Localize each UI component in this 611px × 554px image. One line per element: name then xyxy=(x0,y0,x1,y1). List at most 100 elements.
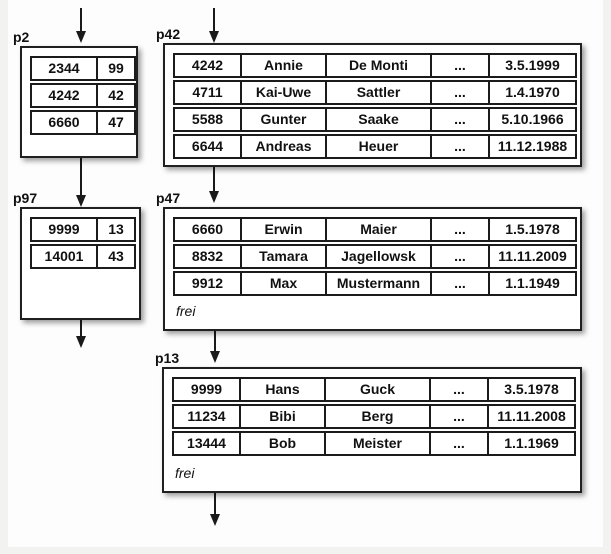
record-cell-lastname: Mustermann xyxy=(325,273,430,294)
record-row: 5588 Gunter Saake ... 5.10.1966 xyxy=(173,107,577,132)
arrow-line xyxy=(80,8,82,32)
record-cell-lastname: Guck xyxy=(324,379,429,400)
record-table: 6660 Erwin Maier ... 1.5.1978 8832 Tamar… xyxy=(173,217,577,296)
index-row: 6660 47 xyxy=(30,110,136,135)
record-cell-date: 3.5.1978 xyxy=(487,379,574,400)
page-box: 4242 Annie De Monti ... 3.5.1999 4711 Ka… xyxy=(163,43,582,167)
record-cell-firstname: Kai-Uwe xyxy=(240,82,325,103)
page-node-p97: p97 9999 13 14001 43 xyxy=(13,190,141,320)
record-cell-id: 8832 xyxy=(191,248,224,264)
record-cell-firstname: Andreas xyxy=(240,136,325,157)
record-cell-lastname: De Monti xyxy=(325,55,430,76)
index-cell-key: 6660 xyxy=(48,114,80,130)
index-row: 4242 42 xyxy=(30,83,136,108)
record-cell-firstname: Bob xyxy=(239,433,324,454)
record-row: 13444 Bob Meister ... 1.1.1969 xyxy=(172,431,576,456)
record-cell-id: 6644 xyxy=(191,138,224,154)
record-cell-id: 9912 xyxy=(191,275,224,291)
page-label: p47 xyxy=(156,190,181,206)
record-cell-ellipsis: ... xyxy=(430,55,488,76)
page-label: p13 xyxy=(155,350,180,366)
record-cell-lastname: Berg xyxy=(324,406,429,427)
record-row: 11234 Bibi Berg ... 11.11.2008 xyxy=(172,404,576,429)
record-cell-lastname: Heuer xyxy=(325,136,430,157)
index-cell-page: 47 xyxy=(96,112,134,133)
record-cell-date: 11.11.2009 xyxy=(488,246,575,267)
index-row: 2344 99 xyxy=(30,56,136,81)
record-cell-lastname: Maier xyxy=(325,219,430,240)
record-cell-lastname: Jagellowsk xyxy=(325,246,430,267)
record-cell-id: 4242 xyxy=(191,57,224,73)
page-box: 9999 Hans Guck ... 3.5.1978 11234 Bibi B… xyxy=(162,367,582,493)
record-cell-ellipsis: ... xyxy=(430,219,488,240)
record-row: 9912 Max Mustermann ... 1.1.1949 xyxy=(173,271,577,296)
page-box: 2344 99 4242 42 6660 47 xyxy=(20,46,138,158)
record-cell-ellipsis: ... xyxy=(430,82,488,103)
record-cell-ellipsis: ... xyxy=(429,433,487,454)
page-node-p13: p13 9999 Hans Guck ... 3.5.1978 11234 Bi… xyxy=(155,350,582,493)
record-cell-id: 13444 xyxy=(187,435,226,451)
record-cell-date: 5.10.1966 xyxy=(488,109,575,130)
record-cell-id: 4711 xyxy=(192,84,223,100)
index-cell-page: 99 xyxy=(96,58,134,79)
index-cell-page: 43 xyxy=(96,246,134,267)
arrow-head-icon xyxy=(210,351,220,363)
record-cell-ellipsis: ... xyxy=(429,379,487,400)
index-row: 14001 43 xyxy=(30,244,136,269)
record-cell-ellipsis: ... xyxy=(430,273,488,294)
record-cell-lastname: Saake xyxy=(325,109,430,130)
record-table: 9999 Hans Guck ... 3.5.1978 11234 Bibi B… xyxy=(172,377,576,456)
record-cell-firstname: Erwin xyxy=(240,219,325,240)
arrow-line xyxy=(213,166,215,192)
page-label: p97 xyxy=(13,190,38,206)
record-row: 4711 Kai-Uwe Sattler ... 1.4.1970 xyxy=(173,80,577,105)
record-row: 4242 Annie De Monti ... 3.5.1999 xyxy=(173,53,577,78)
arrow-head-icon xyxy=(76,31,86,43)
record-cell-lastname: Meister xyxy=(324,433,429,454)
page-label: p42 xyxy=(156,26,181,42)
record-cell-date: 1.1.1969 xyxy=(487,433,574,454)
index-cell-page: 42 xyxy=(96,85,134,106)
free-space-label: frei xyxy=(175,465,195,481)
arrow-line xyxy=(214,330,216,352)
record-cell-ellipsis: ... xyxy=(430,109,488,130)
index-cell-page: 13 xyxy=(96,219,134,240)
record-cell-ellipsis: ... xyxy=(430,136,488,157)
page-node-p42: p42 4242 Annie De Monti ... 3.5.1999 471… xyxy=(156,26,582,167)
page-box: 9999 13 14001 43 xyxy=(20,207,141,320)
record-row: 6660 Erwin Maier ... 1.5.1978 xyxy=(173,217,577,242)
record-cell-ellipsis: ... xyxy=(429,406,487,427)
record-cell-date: 3.5.1999 xyxy=(488,55,575,76)
arrow-line xyxy=(80,157,82,196)
record-row: 8832 Tamara Jagellowsk ... 11.11.2009 xyxy=(173,244,577,269)
page-node-p2: p2 2344 99 4242 42 6660 47 xyxy=(13,29,138,158)
index-table: 2344 99 4242 42 6660 47 xyxy=(30,56,136,135)
arrow-head-icon xyxy=(209,31,219,43)
record-cell-firstname: Gunter xyxy=(240,109,325,130)
index-cell-key: 2344 xyxy=(48,60,80,76)
record-cell-firstname: Annie xyxy=(240,55,325,76)
index-cell-key: 9999 xyxy=(48,221,80,237)
page-label: p2 xyxy=(13,29,30,45)
arrow-head-icon xyxy=(76,195,86,207)
record-cell-id: 6660 xyxy=(191,221,224,237)
arrow-line xyxy=(214,492,216,515)
record-row: 9999 Hans Guck ... 3.5.1978 xyxy=(172,377,576,402)
record-cell-firstname: Max xyxy=(240,273,325,294)
arrow-line xyxy=(213,8,215,32)
page-box: 6660 Erwin Maier ... 1.5.1978 8832 Tamar… xyxy=(163,207,582,331)
record-cell-firstname: Bibi xyxy=(239,406,324,427)
record-cell-date: 1.5.1978 xyxy=(488,219,575,240)
index-cell-key: 4242 xyxy=(48,87,80,103)
arrow-head-icon xyxy=(209,191,219,203)
index-cell-key: 14001 xyxy=(44,248,84,264)
record-table: 4242 Annie De Monti ... 3.5.1999 4711 Ka… xyxy=(173,53,577,159)
index-table: 9999 13 14001 43 xyxy=(30,217,136,269)
free-space-label: frei xyxy=(176,303,196,319)
record-cell-firstname: Hans xyxy=(239,379,324,400)
record-cell-id: 5588 xyxy=(191,111,224,127)
record-cell-lastname: Sattler xyxy=(325,82,430,103)
record-cell-date: 1.4.1970 xyxy=(488,82,575,103)
arrow-head-icon xyxy=(76,336,86,348)
